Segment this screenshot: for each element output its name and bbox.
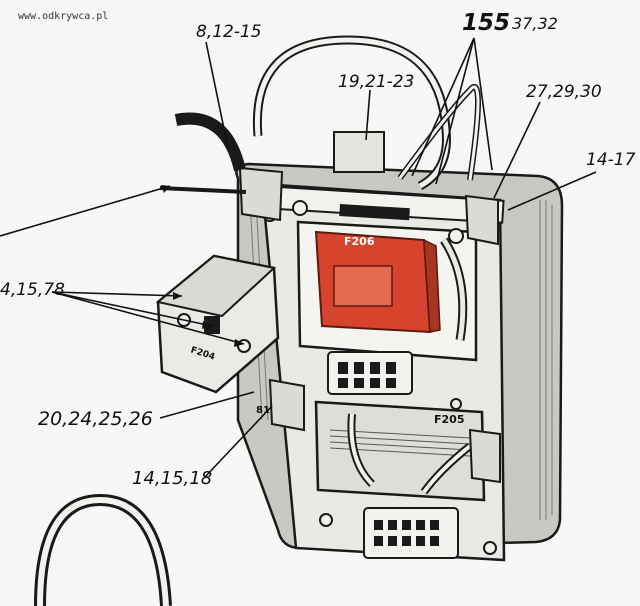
left-hose xyxy=(174,112,246,172)
crossbar-label-plate xyxy=(339,204,410,221)
left-bracket xyxy=(238,166,284,222)
plate-f206: F206 xyxy=(344,235,375,248)
top-cable-clamp xyxy=(333,131,385,173)
callout-37-32: 37,32 xyxy=(512,14,558,33)
bottom-connector xyxy=(363,507,459,559)
callout-19-21-23: 19,21-23 xyxy=(338,72,415,92)
right-bracket xyxy=(464,194,499,246)
callout-20-24-25-26: 20,24,25,26 xyxy=(38,408,153,430)
plate-f205: F205 xyxy=(434,413,465,426)
lower-left-bracket xyxy=(268,378,305,432)
callout-14-15-18: 14,15,18 xyxy=(132,468,213,489)
callout-14-17: 14-17 xyxy=(586,150,636,170)
callout-155: 155 xyxy=(462,10,511,36)
bottom-connector-pins xyxy=(374,520,439,546)
callout-8-12-15: 8,12-15 xyxy=(196,22,262,42)
upper-connector-pins xyxy=(338,362,396,388)
callout-27-29-30: 27,29,30 xyxy=(526,82,602,102)
callout-15-18: 4,15,78 xyxy=(0,280,65,300)
leader-lines xyxy=(0,37,597,479)
lower-right-bracket xyxy=(468,428,501,484)
left-pipe xyxy=(159,186,247,194)
plate-b1: 81 xyxy=(256,405,270,416)
watermark-text: www.odkrywca.pl xyxy=(18,11,109,22)
relay-module-f206 xyxy=(314,230,441,334)
